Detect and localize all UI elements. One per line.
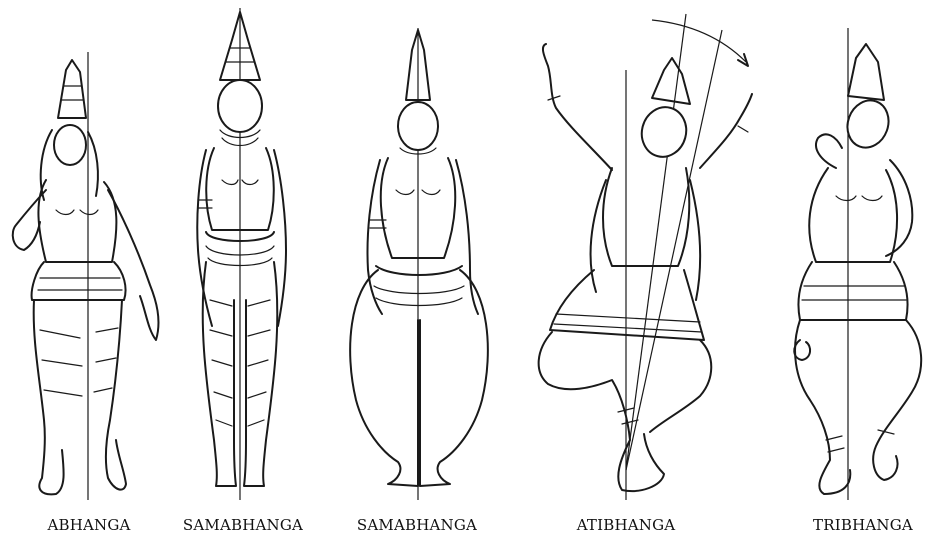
figure-samabhanga-2 xyxy=(350,28,488,500)
tilt-line-atibhanga-1 xyxy=(626,14,686,470)
rotation-arc-atibhanga xyxy=(652,20,746,62)
pose-label-atibhanga: ATIBHANGA xyxy=(577,516,676,534)
tilt-line-atibhanga-2 xyxy=(626,30,722,470)
figure-atibhanga xyxy=(539,14,752,500)
pose-label-samabhanga-1: SAMABHANGA xyxy=(183,516,303,534)
figure-abhanga xyxy=(13,52,159,500)
figure-samabhanga-1 xyxy=(197,8,286,500)
pose-label-samabhanga-2: SAMABHANGA xyxy=(357,516,477,534)
pose-label-abhanga: ABHANGA xyxy=(47,516,130,534)
figure-tribhanga xyxy=(794,28,921,500)
pose-label-tribhanga: TRIBHANGA xyxy=(813,516,913,534)
